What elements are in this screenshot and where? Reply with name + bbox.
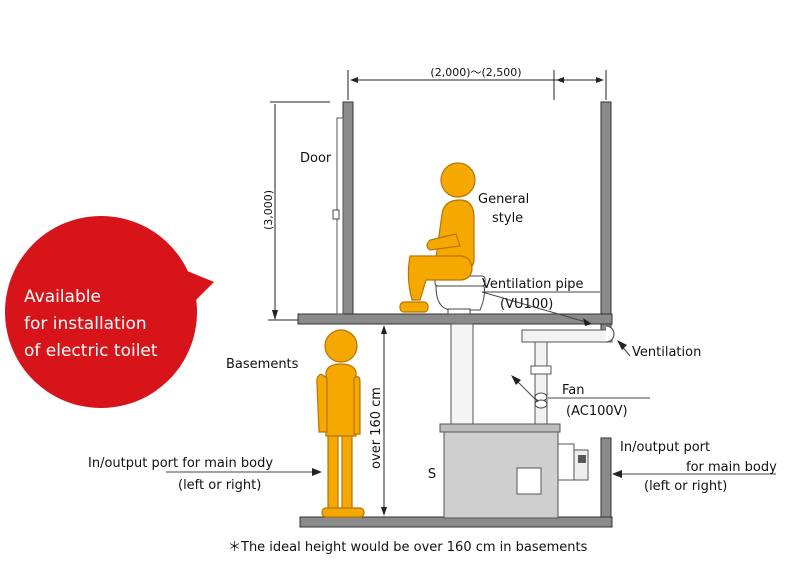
ventilation-pipe-model-label: (VU100) — [500, 297, 553, 312]
availability-badge: Available for installation of electric t… — [5, 216, 214, 408]
standing-person-figure — [316, 329, 365, 518]
door-label: Door — [300, 151, 332, 166]
treatment-tank: S — [428, 423, 589, 519]
door-handle — [332, 209, 340, 220]
tank-window — [516, 467, 542, 495]
width-dimension-label: (2,000)～(2,500) — [430, 66, 521, 79]
basement-height-dimension: over 160 cm — [369, 325, 387, 516]
height-dimension-label: (3,000) — [262, 190, 275, 230]
right-port-label-3: (left or right) — [644, 479, 727, 494]
right-lower-wall — [600, 437, 612, 527]
fan-power-label: (AC100V) — [566, 404, 628, 419]
tank-port-fitting — [573, 449, 589, 481]
width-dimension: (2,000)～(2,500) — [347, 66, 607, 100]
height-dimension: (3,000) — [262, 101, 330, 321]
right-port-label-1: In/output port — [620, 440, 710, 455]
fan-label: Fan — [562, 383, 585, 398]
basement-height-label: over 160 cm — [369, 387, 384, 469]
ventilation-outlet-icon — [605, 325, 615, 343]
footnote: ＊The ideal height would be over 160 cm i… — [228, 540, 588, 555]
basements-label: Basements — [226, 357, 299, 372]
ventilation-label: Ventilation — [632, 345, 701, 360]
right-port-label-2: for main body — [686, 460, 777, 475]
general-style-label-2: style — [492, 211, 523, 226]
drain-pipe — [450, 323, 474, 431]
right-upper-wall — [600, 101, 612, 343]
left-port-arrow-icon — [166, 468, 322, 476]
ventilation-pipe-horizontal — [521, 329, 613, 343]
pipe-joint — [530, 365, 552, 375]
left-upper-wall — [342, 101, 354, 318]
general-style-label-1: General — [478, 192, 529, 207]
left-port-label-1: In/output port for main body — [88, 456, 273, 471]
right-port-arrow-icon — [612, 470, 776, 478]
seated-person-figure — [399, 162, 476, 313]
ventilation-arrow-icon — [617, 340, 631, 357]
tank-port — [557, 443, 575, 481]
badge-line-2: for installation — [24, 314, 147, 334]
badge-line-1: Available — [24, 287, 101, 307]
ventilation-pipe-leader — [481, 291, 587, 323]
ventilation-pipe-vertical — [534, 341, 548, 431]
fan-arrow-icon — [511, 375, 539, 403]
tank-letter: S — [428, 467, 436, 482]
ventilation-pipe-label: Ventilation pipe — [482, 277, 584, 292]
toilet-icon — [434, 275, 486, 315]
badge-line-3: of electric toilet — [24, 341, 158, 361]
left-port-label-2: (left or right) — [178, 478, 261, 493]
